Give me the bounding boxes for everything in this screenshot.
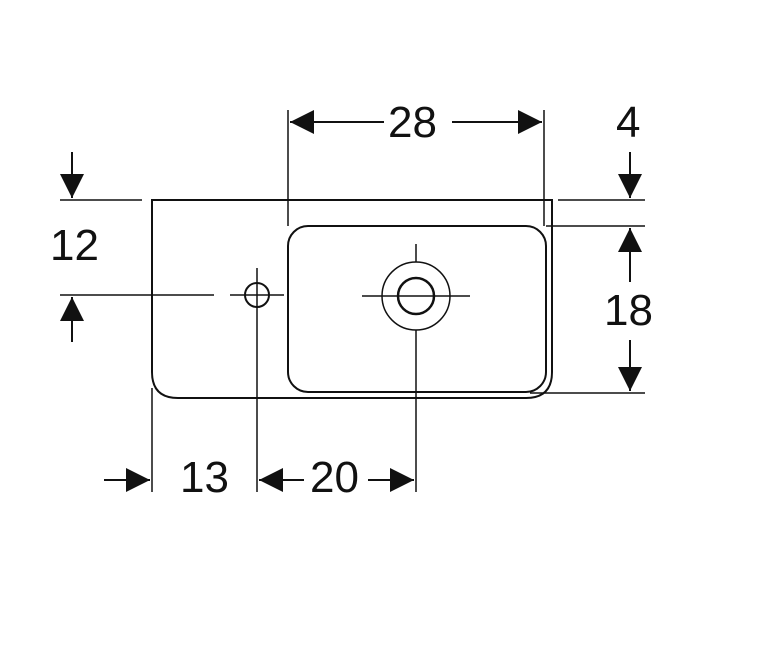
basin-outline: [151, 199, 553, 399]
dim-label-bowl-depth: 18: [602, 286, 655, 335]
dim-label-tap-hole-offset: 13: [178, 453, 231, 502]
bowl-outline: [287, 225, 547, 393]
dim-label-rim-offset: 4: [614, 98, 643, 147]
dim-label-tap-to-drain: 20: [308, 453, 361, 502]
dim-label-bowl-width: 28: [386, 98, 439, 147]
dim-label-tap-hole-depth: 12: [48, 221, 101, 270]
